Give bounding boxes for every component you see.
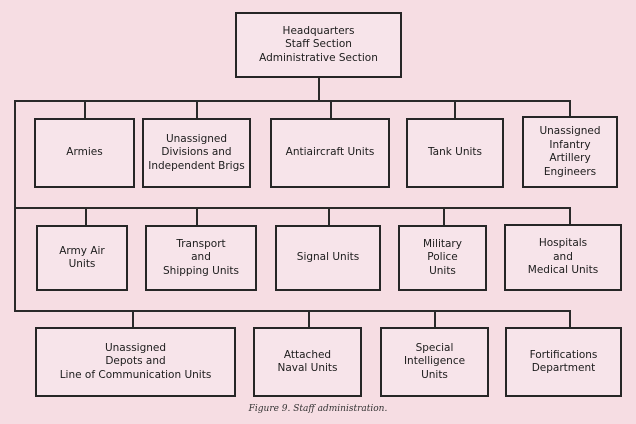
unit-box-unassigned-depots: Unassigned Depots and Line of Communicat… bbox=[35, 327, 236, 397]
connector-drop-row1-2 bbox=[196, 100, 198, 119]
unit-box-military-police: Military Police Units bbox=[398, 225, 487, 291]
unit-box-transport-shipping: Transport and Shipping Units bbox=[145, 225, 257, 291]
connector-left-spine bbox=[14, 100, 16, 311]
unit-box-attached-naval: Attached Naval Units bbox=[253, 327, 362, 397]
connector-drop-row3-2 bbox=[308, 310, 310, 328]
unit-box-special-intelligence: Special Intelligence Units bbox=[380, 327, 489, 397]
unit-box-fortifications: Fortifications Department bbox=[505, 327, 622, 397]
connector-drop-row2-3 bbox=[328, 207, 330, 226]
unit-box-army-air-units: Army Air Units bbox=[36, 225, 128, 291]
unit-box-unassigned-divisions: Unassigned Divisions and Independent Bri… bbox=[142, 118, 251, 188]
connector-drop-row2-4 bbox=[443, 207, 445, 226]
connector-drop-row2-1 bbox=[85, 207, 87, 226]
connector-drop-row2-2 bbox=[196, 207, 198, 226]
unit-box-tank-units: Tank Units bbox=[406, 118, 504, 188]
connector-drop-row1-4 bbox=[454, 100, 456, 119]
connector-drop-row3-1 bbox=[132, 310, 134, 328]
headquarters-box: Headquarters Staff Section Administrativ… bbox=[235, 12, 402, 78]
unit-box-unassigned-infantry: Unassigned Infantry Artillery Engineers bbox=[522, 116, 618, 188]
connector-bus-row3 bbox=[14, 310, 570, 312]
connector-hq-stem bbox=[318, 77, 320, 101]
unit-box-hospitals-medical: Hospitals and Medical Units bbox=[504, 224, 622, 291]
unit-box-antiaircraft-units: Antiaircraft Units bbox=[270, 118, 390, 188]
unit-box-signal-units: Signal Units bbox=[275, 225, 381, 291]
connector-drop-row3-4 bbox=[569, 310, 571, 328]
unit-box-armies: Armies bbox=[34, 118, 135, 188]
connector-drop-row1-3 bbox=[330, 100, 332, 119]
connector-drop-row1-5 bbox=[569, 100, 571, 117]
connector-bus-row2 bbox=[14, 207, 570, 209]
connector-bus-row1 bbox=[14, 100, 570, 102]
connector-drop-row1-1 bbox=[84, 100, 86, 119]
connector-drop-row2-5 bbox=[569, 207, 571, 225]
figure-caption: Figure 9. Staff administration. bbox=[248, 404, 388, 414]
connector-drop-row3-3 bbox=[434, 310, 436, 328]
